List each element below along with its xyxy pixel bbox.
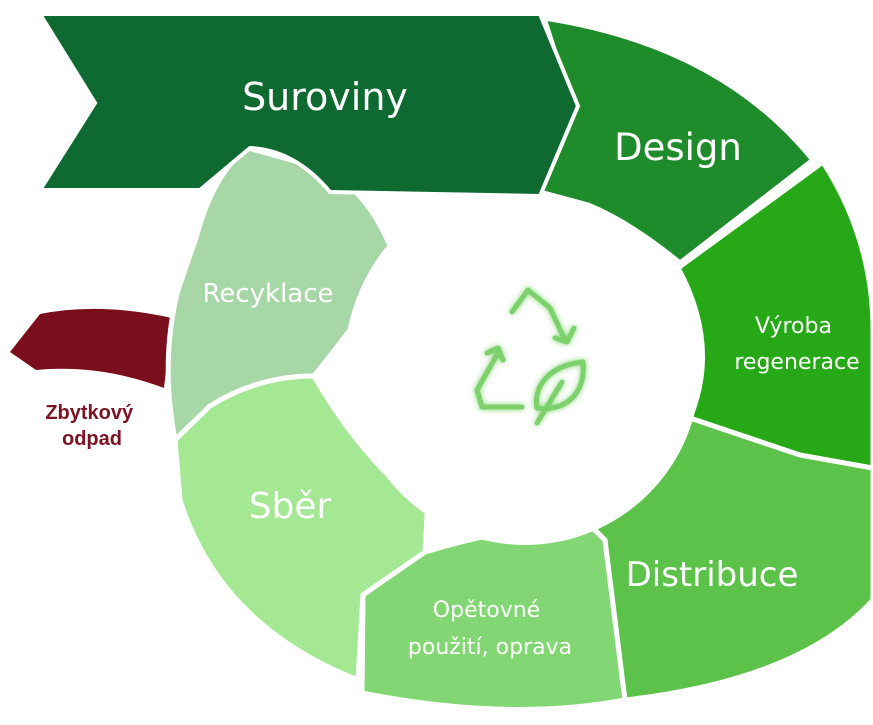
segment-recyklace	[165, 145, 393, 446]
waste-shape	[10, 308, 172, 388]
label-opetovne: Opětovné použití, oprava	[408, 598, 572, 660]
label-vyroba-line1: Výroba	[755, 314, 832, 339]
label-vyroba-line2: regenerace	[734, 350, 859, 375]
segment-design	[536, 14, 817, 267]
label-opetovne-line1: Opětovné	[433, 598, 540, 623]
label-waste: Zbytkový odpad	[45, 402, 138, 450]
label-waste-line2: odpad	[62, 428, 122, 450]
label-waste-line1: Zbytkový	[45, 402, 134, 424]
label-vyroba: Výroba regenerace	[734, 314, 859, 375]
label-design: Design	[614, 126, 742, 169]
label-suroviny: Suroviny	[242, 75, 408, 119]
label-opetovne-line2: použití, oprava	[408, 635, 572, 660]
segment-suroviny	[36, 12, 581, 199]
label-recyklace: Recyklace	[202, 279, 333, 309]
segment-vyroba	[674, 158, 873, 471]
label-sber: Sběr	[249, 486, 332, 527]
center-circle	[350, 195, 700, 545]
label-distribuce: Distribuce	[626, 555, 799, 595]
recycle-leaf-icon	[474, 287, 586, 426]
